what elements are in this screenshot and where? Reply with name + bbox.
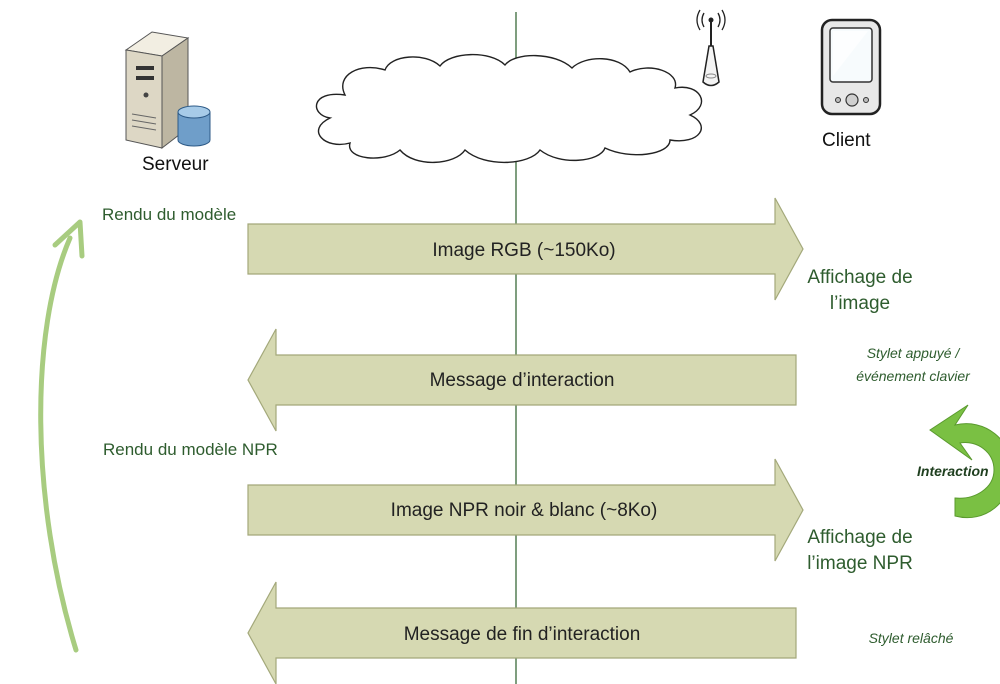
client-event-press-line2: événement clavier — [856, 368, 971, 384]
client-note-display-1-line1: Affichage de — [807, 267, 912, 288]
client-pda-icon — [820, 18, 882, 116]
render-cycle-arrow — [38, 235, 79, 653]
client-label: Client — [822, 130, 871, 151]
message-arrow-interaction — [247, 328, 797, 432]
message-label-end-interaction: Message de fin d’interaction — [404, 624, 641, 645]
message-label-interaction: Message d’interaction — [430, 370, 615, 391]
client-note-display-2-line1: Affichage de — [807, 527, 912, 548]
client-event-release: Stylet relâché — [869, 630, 954, 646]
server-note-render: Rendu du modèle — [102, 205, 236, 224]
message-arrow-end-interaction — [247, 581, 797, 684]
message-arrow-rgb — [247, 197, 804, 301]
message-label-npr: Image NPR noir & blanc (~8Ko) — [391, 500, 658, 521]
network-cloud-icon — [315, 53, 703, 164]
message-arrow-npr — [247, 458, 804, 562]
message-label-rgb: Image RGB (~150Ko) — [432, 240, 615, 261]
client-note-display-2-line2: l’image NPR — [807, 553, 913, 574]
server-icon — [124, 31, 211, 150]
antenna-icon — [696, 9, 726, 87]
render-cycle-arrowhead — [52, 219, 85, 259]
client-note-display-1-line2: l’image — [830, 293, 890, 314]
interaction-cycle-label: Interaction — [917, 463, 989, 479]
server-note-render-npr: Rendu du modèle NPR — [103, 440, 278, 459]
interaction-cycle-icon — [929, 404, 1000, 519]
client-event-press-line1: Stylet appuyé / — [867, 345, 962, 361]
server-label: Serveur — [142, 154, 209, 175]
